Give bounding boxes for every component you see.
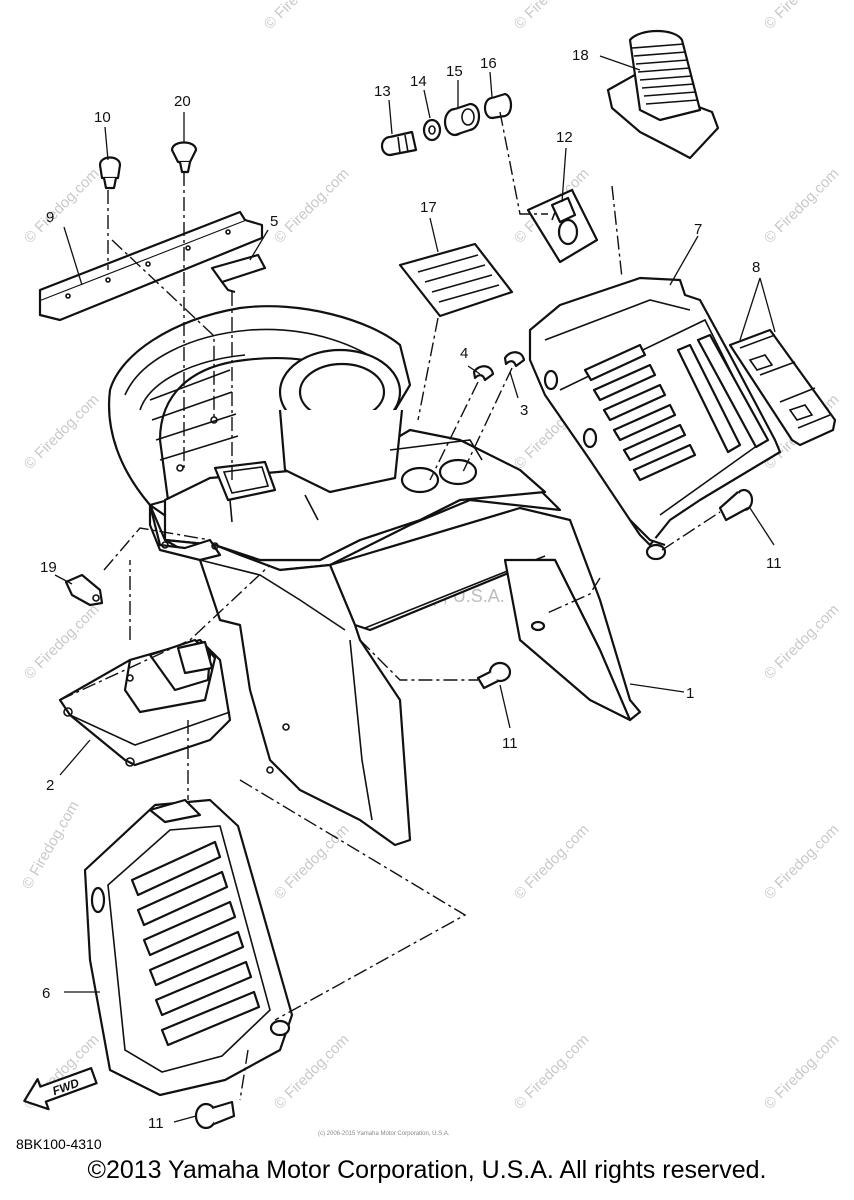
- watermark: © Firedog.com: [271, 821, 353, 903]
- part-16-collar: [483, 92, 513, 120]
- watermark: © Firedog.com: [761, 601, 843, 683]
- callout-1: 1: [686, 685, 694, 702]
- callout-10: 10: [94, 109, 111, 126]
- watermark: © Firedog.com: [19, 798, 83, 892]
- leader-lines: [54, 55, 776, 1123]
- watermark: © Firedog.com: [21, 165, 103, 247]
- diagram-svg: © Firedog.com © Firedog.com © Firedog.co…: [19, 0, 843, 1137]
- callout-3: 3: [520, 402, 528, 419]
- callout-4: 4: [460, 345, 468, 362]
- watermark: © Firedog.com: [761, 165, 843, 247]
- callout-labels: 1 2 3 4 5 6 7 8 9 10 11 11 11 12 13 14 1…: [40, 47, 782, 1132]
- callout-2: 2: [46, 777, 54, 794]
- watermark: © Firedog.com: [271, 165, 353, 247]
- grille-slots-right: [583, 343, 697, 482]
- part-11-screw-center: [476, 661, 512, 690]
- callout-13: 13: [374, 83, 391, 100]
- part-20-rivet: [170, 141, 198, 174]
- alignment-lines: [59, 111, 721, 1101]
- part-10-rivet: [98, 156, 122, 190]
- part-11-screw-right: [718, 488, 754, 522]
- watermark-tiny: (c) 2006-2015 Yamaha Motor Corporation, …: [318, 1131, 450, 1137]
- part-13-bolt: [380, 130, 418, 157]
- watermark: © Firedog.com: [511, 0, 593, 33]
- fwd-arrow: FWD: [23, 1067, 98, 1111]
- callout-16: 16: [480, 55, 497, 72]
- part-8-seal: [728, 328, 837, 447]
- watermark: © Firedog.com: [21, 391, 103, 473]
- copyright-footer: ©2013 Yamaha Motor Corporation, U.S.A. A…: [87, 1156, 767, 1184]
- watermark: © Firedog.com: [511, 821, 593, 903]
- fwd-arrow-icon: [23, 1067, 98, 1111]
- callout-17: 17: [420, 199, 437, 216]
- callout-11-right: 11: [766, 555, 782, 572]
- callout-19: 19: [40, 559, 57, 576]
- watermark: © Firedog.com: [511, 1031, 593, 1113]
- callout-5: 5: [270, 213, 278, 230]
- callout-20: 20: [174, 93, 191, 110]
- callout-6: 6: [42, 985, 50, 1002]
- part-6-grille: [83, 798, 294, 1097]
- part-17-label: [398, 242, 514, 318]
- callout-18: 18: [572, 47, 589, 64]
- part-11-screw-bottom: [194, 1100, 236, 1130]
- callout-14: 14: [410, 73, 427, 90]
- callout-11-bottom: 11: [148, 1115, 164, 1132]
- callout-15: 15: [446, 63, 463, 80]
- part-4-clip: [472, 365, 495, 382]
- callout-12: 12: [556, 129, 573, 146]
- part-9-rail: [38, 210, 264, 322]
- part-5-bracket: [210, 253, 267, 294]
- part-1-front-panel: [108, 305, 642, 847]
- part-3-clip: [503, 351, 526, 368]
- watermark: © Firedog.com: [21, 601, 103, 683]
- part-19-clip: [64, 573, 104, 607]
- watermark: © Firedog.com: [761, 0, 843, 33]
- watermark: © Firedog.com: [261, 0, 343, 33]
- callout-7: 7: [694, 221, 702, 238]
- callout-11-center: 11: [502, 735, 518, 752]
- callout-9: 9: [46, 209, 54, 226]
- part-7-grille-cover: [528, 276, 782, 561]
- grille-slots: [130, 840, 261, 1047]
- part-14-washer: [422, 118, 442, 142]
- watermark: © Firedog.com: [761, 821, 843, 903]
- part-18-boot: [606, 30, 720, 160]
- diagram-code: 8BK100-4310: [16, 1136, 102, 1152]
- part-15-grommet: [443, 102, 481, 137]
- part-2-cover: [58, 638, 232, 767]
- watermark: © Firedog.com: [761, 1031, 843, 1113]
- callout-8: 8: [752, 259, 760, 276]
